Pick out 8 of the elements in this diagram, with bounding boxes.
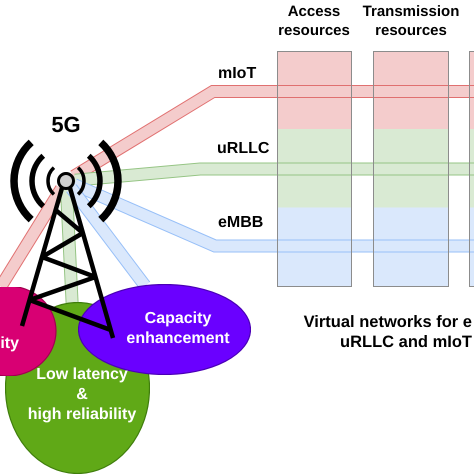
ellipse-label: ity bbox=[0, 334, 19, 354]
ellipse-label: Low latency & high reliability bbox=[28, 365, 136, 425]
ellipse-label: Capacity enhancement bbox=[126, 309, 230, 349]
resource-column bbox=[469, 51, 474, 287]
column-heading: Access resources bbox=[278, 2, 350, 40]
column-heading: Transmission resources bbox=[362, 2, 460, 40]
diagram-note: Virtual networks for e uRLLC and mIoT bbox=[304, 312, 472, 352]
node-caption: 5G bbox=[51, 112, 81, 138]
